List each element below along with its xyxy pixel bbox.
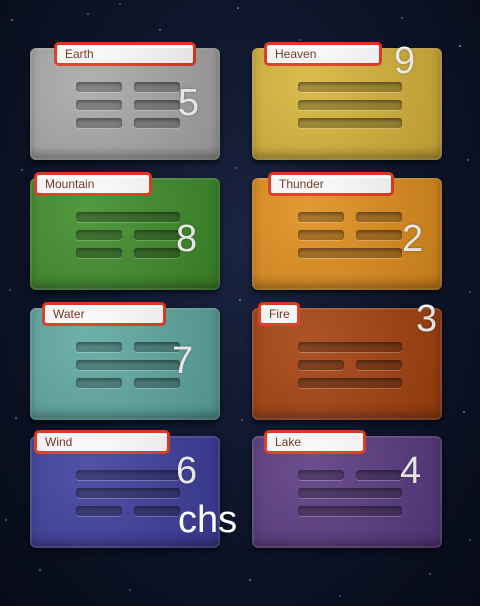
tile-number: 5 <box>178 82 200 124</box>
broken-line <box>76 342 180 354</box>
solid-line <box>298 82 402 94</box>
tile-number: 4 <box>400 450 422 492</box>
tile-label: Heaven <box>264 42 382 66</box>
trigram-symbol <box>298 470 402 524</box>
trigram-symbol <box>76 342 180 396</box>
solid-line <box>298 118 402 130</box>
solid-line <box>76 360 180 372</box>
trigram-tile-thunder[interactable]: Thunder 2 <box>252 172 442 290</box>
tile-label: Water <box>42 302 166 326</box>
tile-label: Fire <box>258 302 300 326</box>
solid-line <box>298 248 402 260</box>
trigram-symbol <box>298 342 402 396</box>
trigram-tile-lake[interactable]: Lake 4 <box>252 430 442 548</box>
broken-line <box>76 378 180 390</box>
solid-line <box>298 100 402 112</box>
trigram-tile-fire[interactable]: Fire 3 <box>252 300 442 420</box>
solid-line <box>76 470 180 482</box>
tile-number: 3 <box>416 298 438 340</box>
tile-label: Mountain <box>34 172 152 196</box>
broken-line <box>298 212 402 224</box>
trigram-tile-earth[interactable]: Earth 5 <box>30 42 220 160</box>
solid-line <box>298 378 402 390</box>
broken-line <box>76 506 180 518</box>
tile-number: 2 <box>402 218 424 260</box>
broken-line <box>76 82 180 94</box>
tile-number: 8 <box>176 218 198 260</box>
trigram-symbol <box>298 212 402 266</box>
tile-number: 7 <box>172 340 194 382</box>
tile-label: Earth <box>54 42 196 66</box>
tile-number: 9 <box>394 40 416 82</box>
solid-line <box>298 342 402 354</box>
solid-line <box>76 488 180 500</box>
trigram-symbol <box>76 82 180 136</box>
tile-label: Wind <box>34 430 170 454</box>
broken-line <box>298 470 402 482</box>
trigram-tile-mountain[interactable]: Mountain 8 <box>30 172 220 290</box>
trigram-tile-heaven[interactable]: Heaven 9 <box>252 42 442 160</box>
solid-line <box>76 212 180 224</box>
broken-line <box>76 248 180 260</box>
trigram-symbol <box>298 82 402 136</box>
footer-text: chs <box>178 499 238 541</box>
trigram-symbol <box>76 470 180 524</box>
tile-label: Lake <box>264 430 366 454</box>
broken-line <box>76 100 180 112</box>
broken-line <box>76 118 180 130</box>
tile-label: Thunder <box>268 172 394 196</box>
solid-line <box>298 488 402 500</box>
tile-number: 6 <box>176 450 198 492</box>
broken-line <box>298 360 402 372</box>
solid-line <box>298 506 402 518</box>
trigram-symbol <box>76 212 180 266</box>
broken-line <box>76 230 180 242</box>
broken-line <box>298 230 402 242</box>
